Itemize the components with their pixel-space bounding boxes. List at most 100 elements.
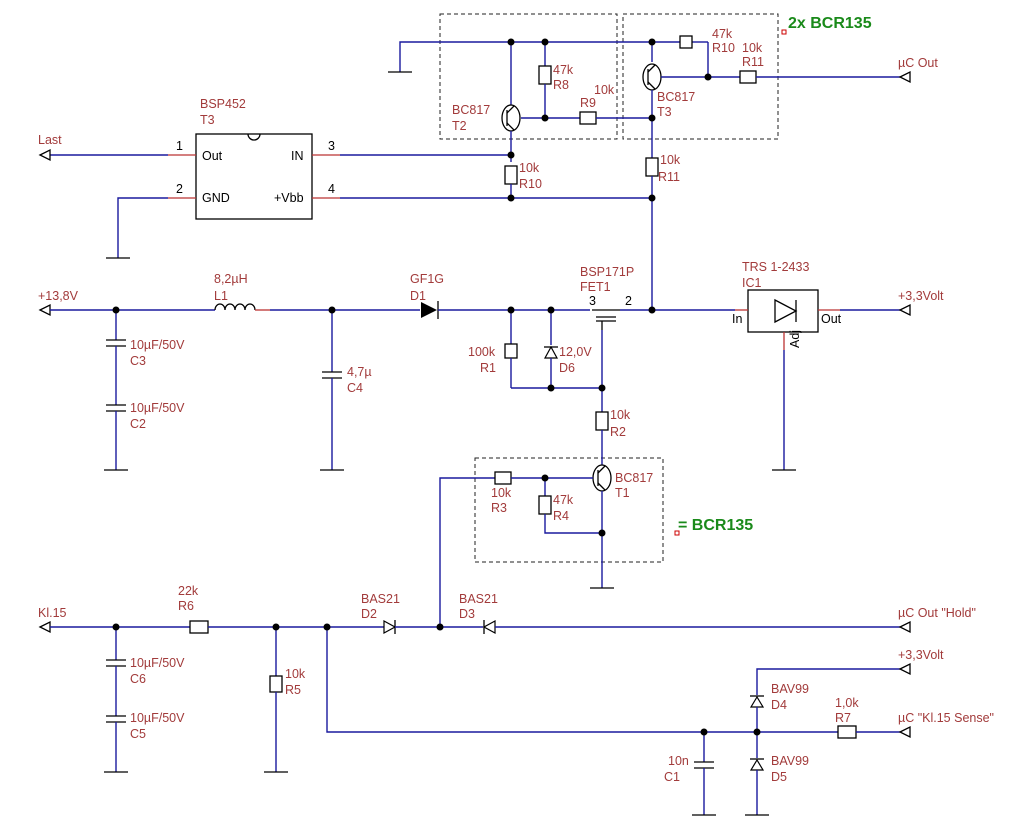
d1-type: GF1G	[410, 272, 444, 286]
fet-pin: 2	[625, 294, 632, 308]
r9-name: R9	[580, 96, 596, 110]
c3-value: 10µF/50V	[130, 338, 185, 352]
diode-d4	[749, 695, 765, 708]
port-label-3v3-2: +3,3Volt	[898, 648, 944, 662]
resistor-r4	[538, 495, 552, 515]
t3b-type: BC817	[657, 90, 695, 104]
transistor-t2-emitter	[506, 122, 515, 131]
resistor-r5	[269, 675, 283, 693]
t3-pin-num: 2	[176, 182, 183, 196]
r10-name: R10	[519, 177, 542, 191]
t3b-name: T3	[657, 105, 672, 119]
resistor-r11-top	[739, 70, 757, 84]
r8-value: 47k	[553, 63, 574, 77]
transistor-t3b-emitter	[647, 81, 656, 90]
r2-value: 10k	[610, 408, 631, 422]
marker	[781, 29, 787, 35]
junction-dot	[507, 38, 515, 46]
r8-name: R8	[553, 78, 569, 92]
ic1-name: IC1	[742, 276, 762, 290]
r2-name: R2	[610, 425, 626, 439]
diode-d3	[482, 619, 496, 635]
inductor-l1	[214, 303, 256, 311]
ic-notch	[247, 133, 261, 141]
r11t-value: 10k	[742, 41, 763, 55]
resistor-r9	[579, 111, 597, 125]
junction-dot	[541, 38, 549, 46]
marker	[674, 530, 680, 536]
c2-name: C2	[130, 417, 146, 431]
r3-value: 10k	[491, 486, 512, 500]
t3-pin-in: IN	[291, 149, 304, 163]
t1-name: T1	[615, 486, 630, 500]
port-uc-out-hold	[898, 620, 911, 634]
t2-name: T2	[452, 119, 467, 133]
wire	[399, 41, 652, 72]
port-label-uc-kl15-sense: µC "Kl.15 Sense"	[898, 711, 994, 725]
resistor-r7	[837, 725, 857, 739]
r10t-name: R10	[712, 41, 735, 55]
l1-value: 8,2µH	[214, 272, 248, 286]
c6-value: 10µF/50V	[130, 656, 185, 670]
port-13v8	[38, 303, 51, 317]
r3-name: R3	[491, 501, 507, 515]
d6-value: 12,0V	[559, 345, 592, 359]
d2-type: BAS21	[361, 592, 400, 606]
junction-dot	[547, 306, 555, 314]
junction-dot	[547, 384, 555, 392]
junction-dot	[700, 728, 708, 736]
resistor-r10-top	[679, 35, 693, 49]
port-label-uc-out: µC Out	[898, 56, 938, 70]
d5-name: D5	[771, 770, 787, 784]
ic1-pin-in: In	[732, 312, 742, 326]
diode-d5	[749, 758, 765, 771]
resistor-r11	[645, 157, 659, 177]
junction-dot	[323, 623, 331, 631]
resistor-r6	[189, 620, 209, 634]
r4-name: R4	[553, 509, 569, 523]
l1-name: L1	[214, 289, 228, 303]
junction-dot	[648, 306, 656, 314]
resistor-r2	[595, 411, 609, 431]
d1-name: D1	[410, 289, 426, 303]
port-uc-out	[898, 70, 911, 84]
junction-dot	[507, 194, 515, 202]
r6-name: R6	[178, 599, 194, 613]
d4-type: BAV99	[771, 682, 809, 696]
t3-pin-out: Out	[202, 149, 223, 163]
port-3v3-2	[898, 662, 911, 676]
r1-name: R1	[480, 361, 496, 375]
junction-dot	[704, 73, 712, 81]
wire	[756, 668, 900, 695]
port-uc-kl15-sense	[898, 725, 911, 739]
junction-dot	[598, 529, 606, 537]
resistor-r1	[504, 343, 518, 359]
r11-name: R11	[658, 170, 680, 184]
t2-type: BC817	[452, 103, 490, 117]
junction-dot	[598, 384, 606, 392]
t3-pin-gnd: GND	[202, 191, 230, 205]
resistor-r3	[494, 471, 512, 485]
r5-value: 10k	[285, 667, 306, 681]
c3-name: C3	[130, 354, 146, 368]
t3-name: T3	[200, 113, 215, 127]
port-3v3	[898, 303, 911, 317]
fet-type: BSP171P	[580, 265, 634, 279]
junction-dot	[112, 623, 120, 631]
d3-type: BAS21	[459, 592, 498, 606]
resistor-r10	[504, 165, 518, 185]
c2-value: 10µF/50V	[130, 401, 185, 415]
junction-dot	[328, 306, 336, 314]
junction-dot	[507, 151, 515, 159]
junctions	[112, 38, 761, 736]
junction-dot	[648, 194, 656, 202]
junction-dot	[648, 114, 656, 122]
wire	[326, 627, 838, 733]
transistor-t1-collector	[597, 465, 606, 474]
junction-dot	[272, 623, 280, 631]
port-label-last: Last	[38, 133, 62, 147]
c4-name: C4	[347, 381, 363, 395]
ic1-pin-out: Out	[821, 312, 842, 326]
r10t-value: 47k	[712, 27, 733, 41]
